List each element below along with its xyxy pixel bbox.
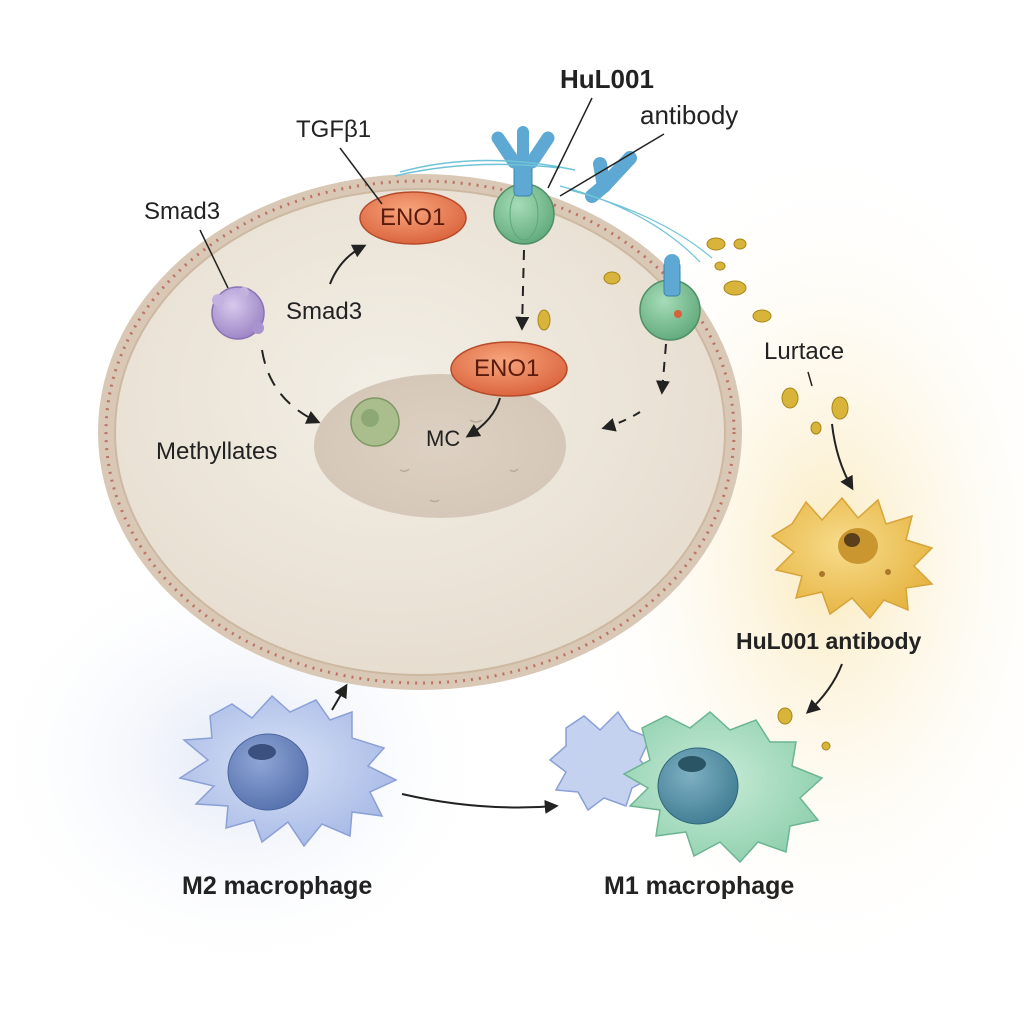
label-hul001-top: HuL001: [560, 64, 654, 94]
arrow-to-m1: [805, 663, 843, 714]
macrophage-icon: [770, 496, 934, 620]
label-eno1-membrane: ENO1: [380, 204, 446, 231]
label-m1-macrophage: M1 macrophage: [604, 872, 795, 900]
label-m2-macrophage: M2 macrophage: [182, 872, 373, 900]
arrow-m2-to-m1: [401, 793, 559, 814]
antibody-tether-lines: [394, 159, 576, 177]
arrow-receptor-to-eno1: [515, 249, 530, 331]
antibody-icon: [663, 254, 681, 297]
cancer-cell: [98, 174, 742, 690]
eno1-membrane-protein: [359, 191, 467, 245]
leader-lines: [199, 97, 813, 387]
antibody-particles: [537, 237, 849, 765]
label-methylates: Methyllates: [156, 438, 278, 465]
methylation-protein-icon: [350, 397, 400, 447]
arrow-cytoplasm: [601, 411, 641, 432]
cell-inner-rim: [114, 188, 726, 676]
arrow-smad3-to-nucleus: [261, 349, 321, 424]
cell-membrane-dots: [104, 179, 736, 685]
arrow-eno1-to-mc: [465, 397, 501, 438]
eno1-nuclear-protein: [450, 341, 568, 397]
label-antibody-top: antibody: [640, 100, 739, 130]
arrow-m2-to-cell: [331, 683, 348, 711]
m2-macrophage-icon: [178, 694, 398, 848]
label-smad3-outer: Smad3: [144, 198, 221, 225]
smad3-protein-icon: [211, 286, 265, 340]
receptor-icon: [639, 279, 701, 341]
label-lurtace: Lurtace: [764, 338, 845, 365]
antibody-icon: [585, 151, 637, 203]
label-mc: MC: [426, 426, 461, 451]
label-tgfb1: TGFβ1: [296, 116, 372, 143]
label-eno1-nucleus: ENO1: [474, 355, 540, 382]
antibody-tether-lines: [559, 185, 713, 263]
arrow-to-yellow-cell: [831, 423, 854, 491]
label-hul001-antibody: HuL001 antibody: [736, 628, 922, 654]
antibody-icon: [491, 126, 555, 197]
arrow-receptor2-down: [655, 343, 670, 395]
arrow-smad3-to-eno1: [329, 244, 367, 285]
flow-arrows: [261, 244, 854, 814]
label-smad3-inner: Smad3: [286, 298, 363, 325]
m1-macrophage-icon: [548, 710, 824, 864]
